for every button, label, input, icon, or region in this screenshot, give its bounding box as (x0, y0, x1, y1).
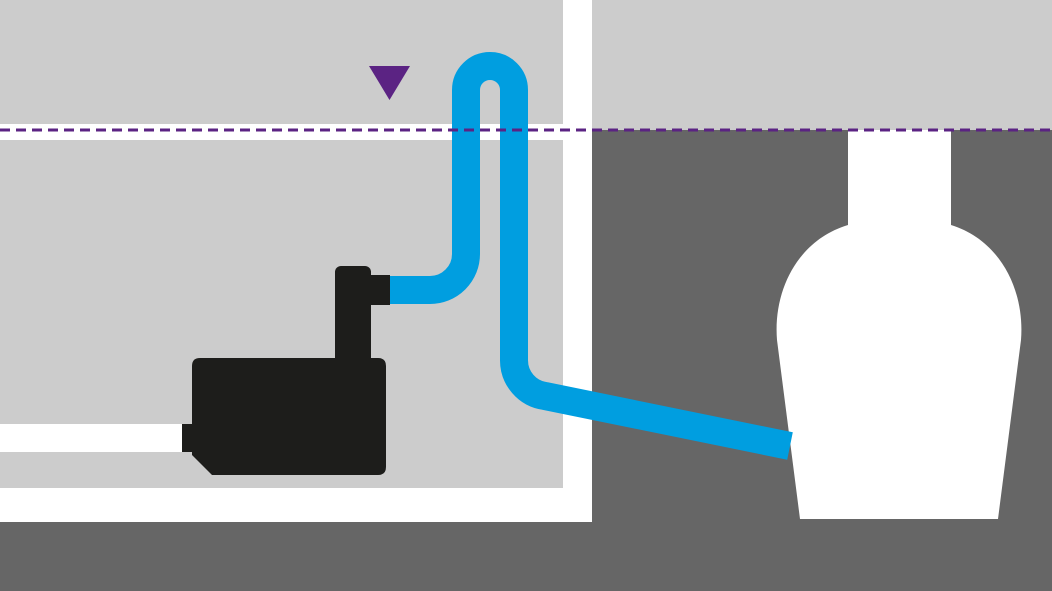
tank-level-band (0, 124, 563, 140)
container-icon (776, 130, 1022, 519)
outlet-hose (386, 52, 793, 460)
sky-right (592, 0, 1052, 130)
tank-wall-right (563, 0, 592, 522)
tank-wall-bottom (0, 488, 592, 522)
water-level-triangle-icon (369, 66, 410, 100)
pump-icon (182, 266, 390, 475)
inlet-pipe (0, 424, 184, 452)
